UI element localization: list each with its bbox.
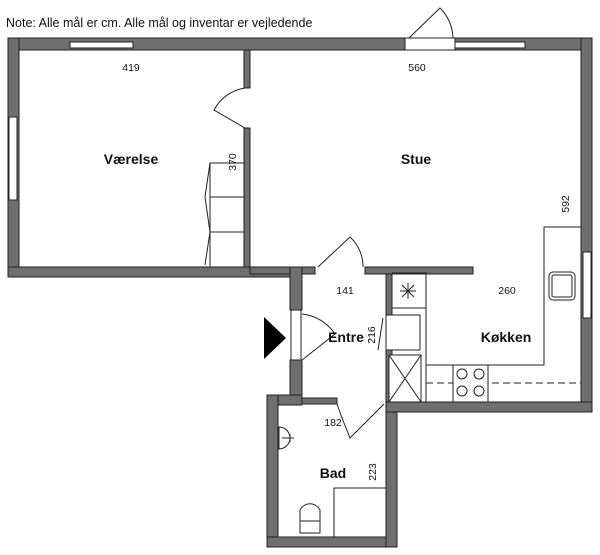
dimension-label: 370 [227, 153, 239, 171]
windows [8, 41, 592, 319]
room-label-vaerelse: Værelse [104, 151, 159, 167]
room-label-entre: Entre [328, 329, 364, 345]
dimension-label: 141 [336, 285, 354, 297]
note-text: Note: Alle mål er cm. Alle mål og invent… [6, 16, 312, 30]
room-label-bad: Bad [320, 465, 346, 481]
dimension-label: 182 [324, 417, 342, 429]
dimension-label: 223 [367, 463, 379, 481]
dimension-label: 216 [366, 326, 378, 344]
kitchen-fixtures [385, 226, 581, 403]
dimension-label: 560 [408, 62, 426, 74]
entrance-arrow-icon [264, 317, 286, 359]
room-label-stue: Stue [401, 151, 432, 167]
doors [213, 7, 456, 439]
wardrobe [204, 162, 245, 268]
bathroom-fixtures [278, 426, 387, 538]
room-label-kokken: Køkken [481, 329, 532, 345]
dimension-label: 419 [122, 62, 140, 74]
dimension-label: 592 [560, 195, 572, 213]
dimension-label: 260 [498, 285, 516, 297]
